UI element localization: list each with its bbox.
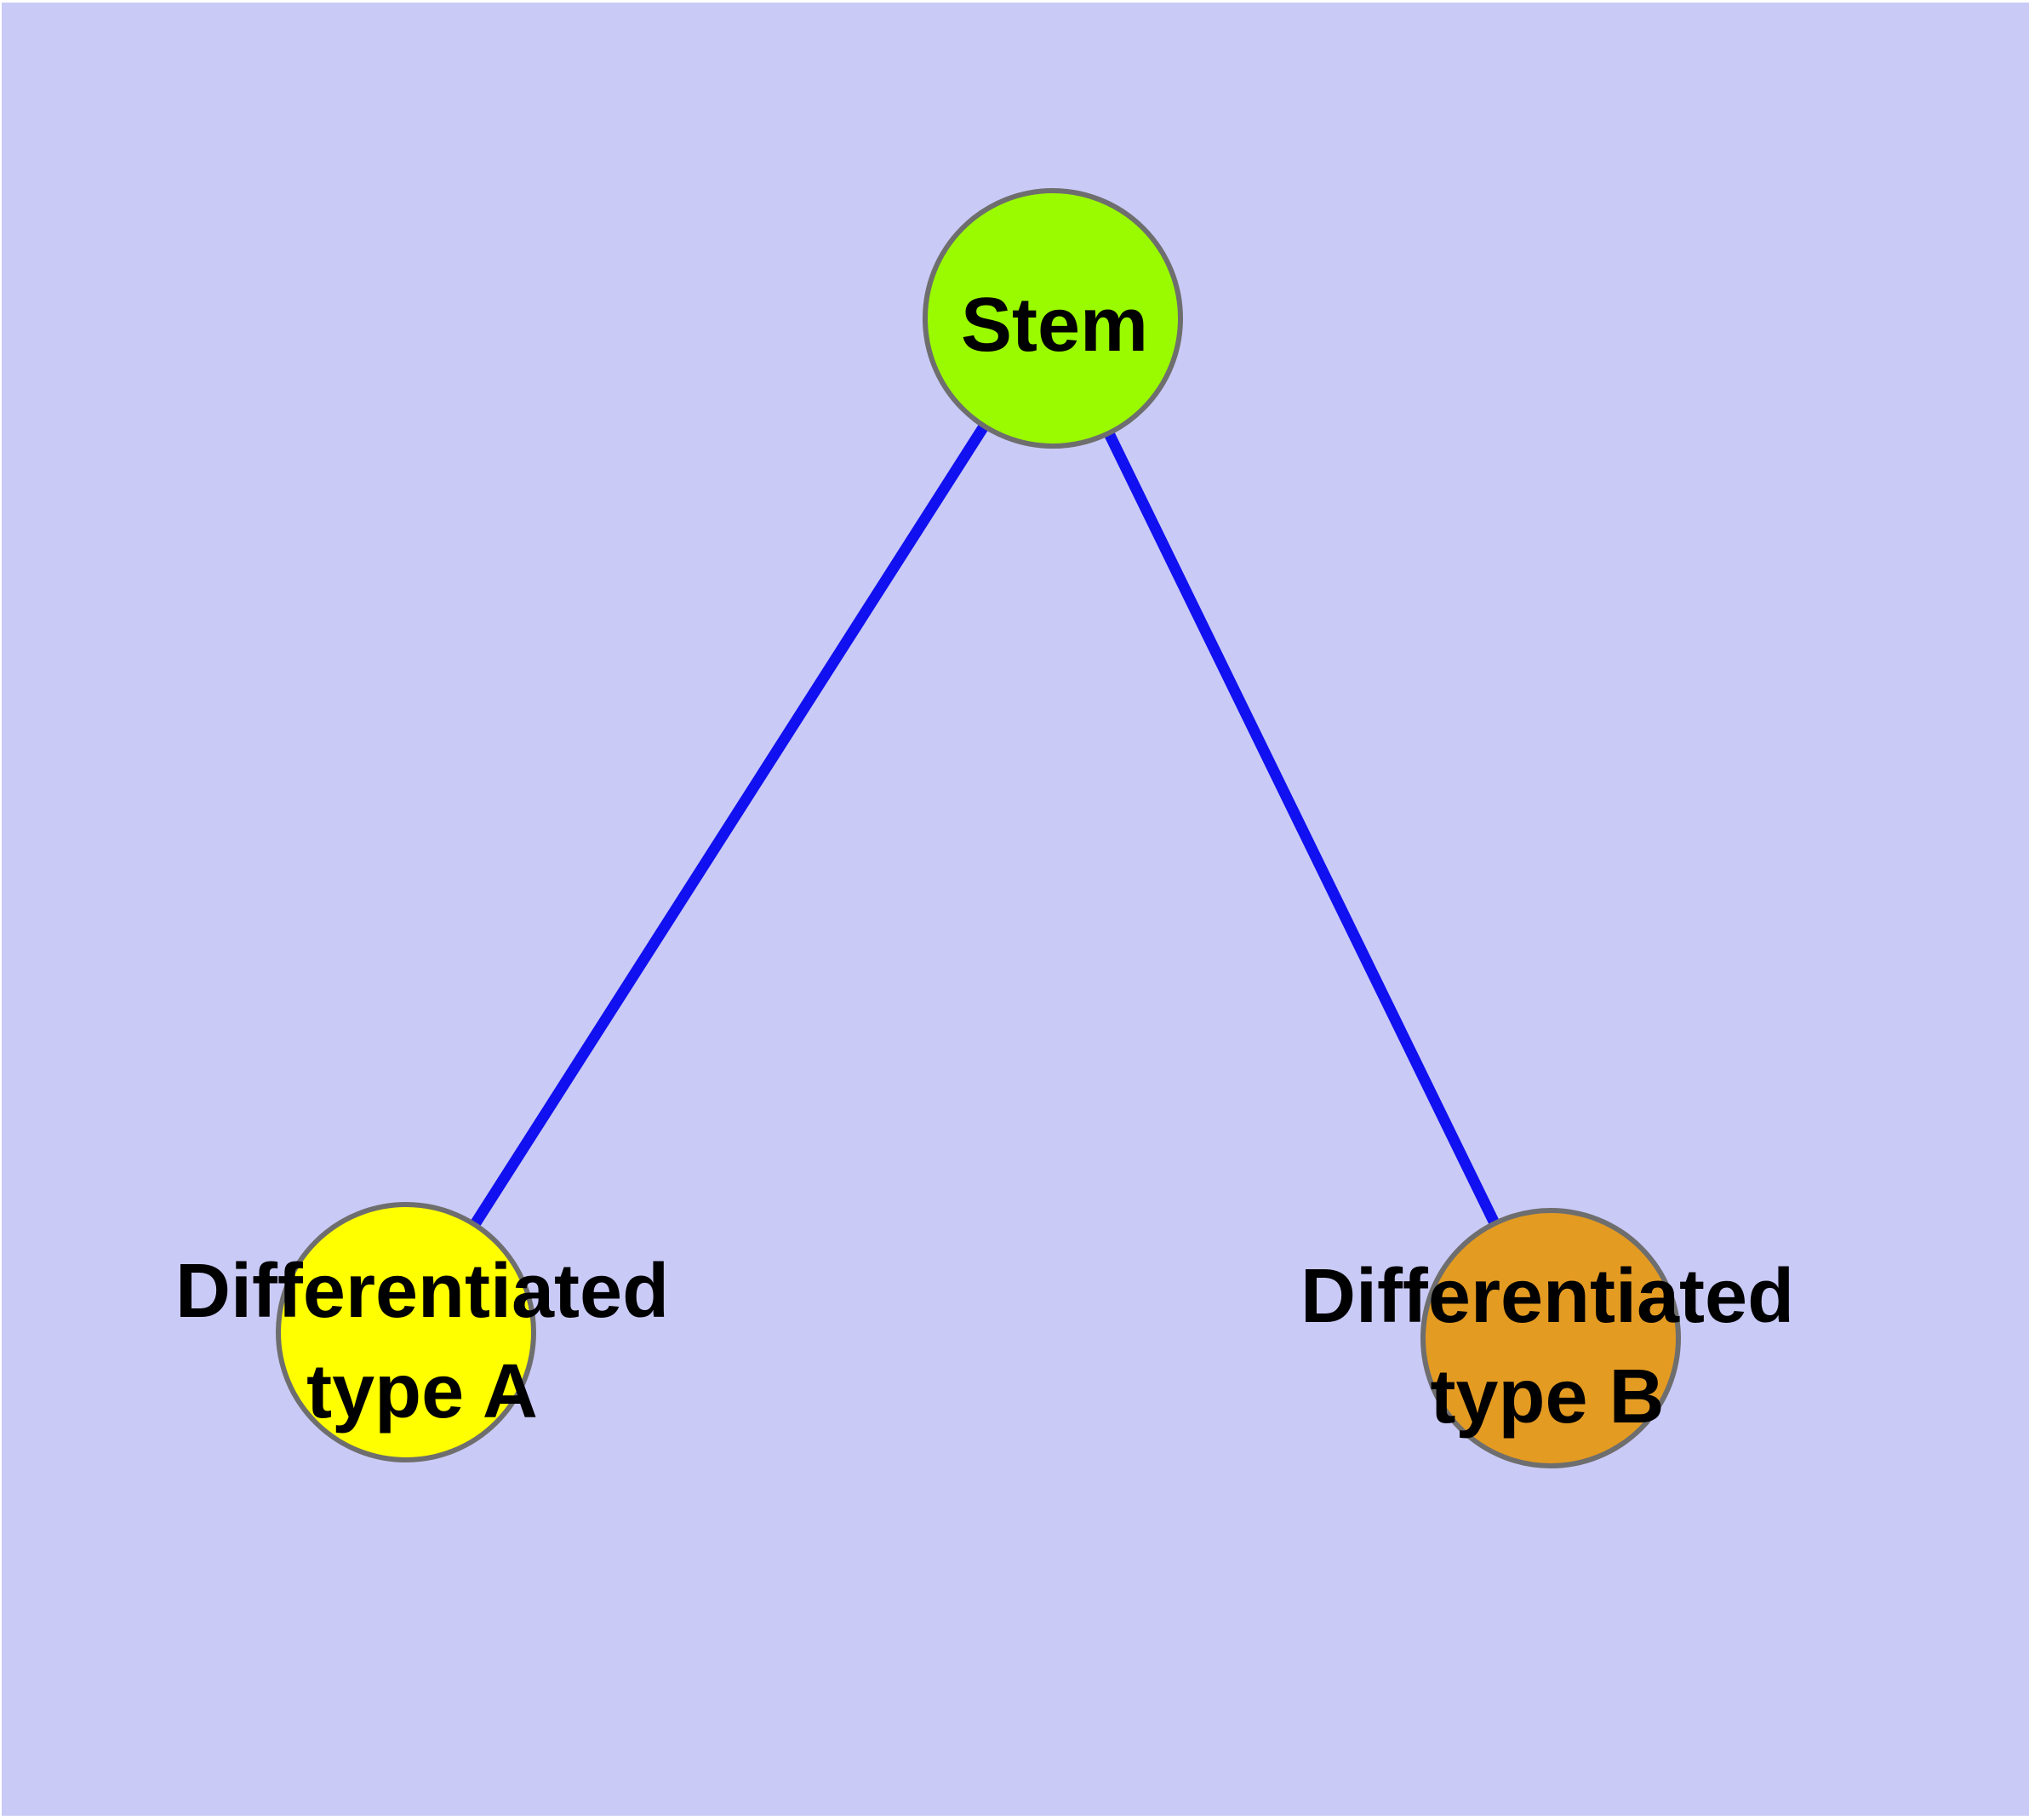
node-label-stem: Stem: [960, 283, 1149, 368]
node-label-differentiated-type-b: Differentiated type B: [1300, 1254, 1795, 1439]
edge-stem-to-type-a: [401, 315, 1058, 1336]
edge-stem-to-type-b: [1048, 316, 1556, 1341]
node-stem: [923, 188, 1183, 449]
node-differentiated-type-a: [276, 1202, 536, 1462]
node-differentiated-type-b: [1420, 1208, 1681, 1468]
node-label-differentiated-type-a: Differentiated type A: [174, 1249, 670, 1434]
